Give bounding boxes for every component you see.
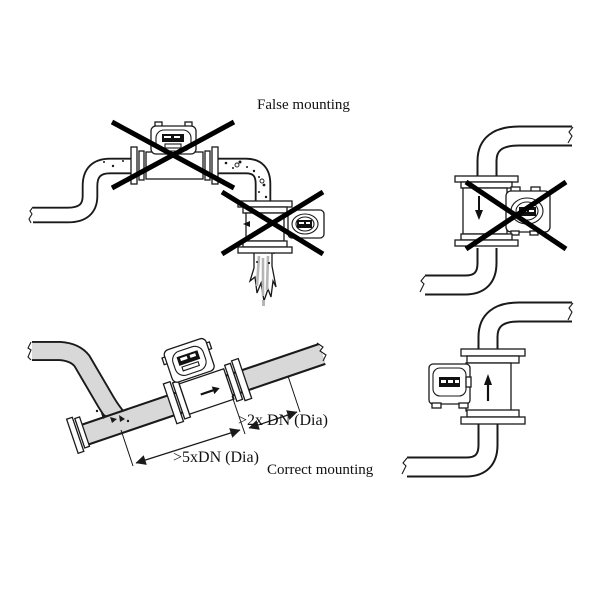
transmitter-head <box>161 337 215 383</box>
flange <box>204 146 219 185</box>
correct-mounting-label: Correct mounting <box>267 462 374 478</box>
torn-pipe-end <box>567 302 574 321</box>
correct-horizontal-mounting-diagram <box>27 337 327 467</box>
free-discharge-pipe <box>248 246 277 306</box>
low-point-marks <box>95 409 130 423</box>
air-bubbles <box>103 160 268 204</box>
flange <box>460 348 526 364</box>
prohibition-cross-icon <box>220 189 325 257</box>
flange <box>237 240 293 254</box>
upstream-dimension-label: >5xDN (Dia) <box>173 449 259 466</box>
flange <box>65 416 91 455</box>
downstream-dimension-label: >2x DN (Dia) <box>238 412 328 429</box>
false-horizontal-mounting-diagram <box>28 119 325 306</box>
correct-vertical-mounting-diagram <box>401 301 574 478</box>
dimension-line-upstream <box>135 428 241 465</box>
torn-pipe-end <box>28 206 34 224</box>
flange <box>454 175 519 189</box>
prohibition-cross-icon <box>464 179 568 252</box>
flow-meter-vertical <box>237 200 325 254</box>
flow-arrow-icon <box>243 221 250 227</box>
flow-arrow-up-icon <box>484 374 492 401</box>
dimension-annotations <box>120 375 301 467</box>
dimension-line-downstream <box>248 410 298 430</box>
transmitter-head <box>287 209 325 239</box>
flow-arrow-right-icon <box>200 386 220 396</box>
prohibition-cross-icon <box>110 119 236 191</box>
flow-meter-horizontal <box>161 337 253 425</box>
flange <box>223 357 253 403</box>
flow-arrow-down-icon <box>475 196 483 220</box>
torn-pipe-end <box>419 275 426 293</box>
torn-pipe-end <box>27 341 32 361</box>
pipe <box>425 125 572 296</box>
torn-pipe-end <box>316 342 327 362</box>
flange <box>460 409 526 425</box>
torn-pipe-end <box>567 126 574 144</box>
flange <box>130 146 145 185</box>
flow-meter-vertical <box>428 348 526 425</box>
torn-pipe-end <box>401 457 408 475</box>
false-mounting-label: False mounting <box>257 97 350 113</box>
pipe <box>407 301 572 478</box>
transmitter-head <box>428 363 472 409</box>
false-vertical-mounting-diagram <box>419 125 574 296</box>
